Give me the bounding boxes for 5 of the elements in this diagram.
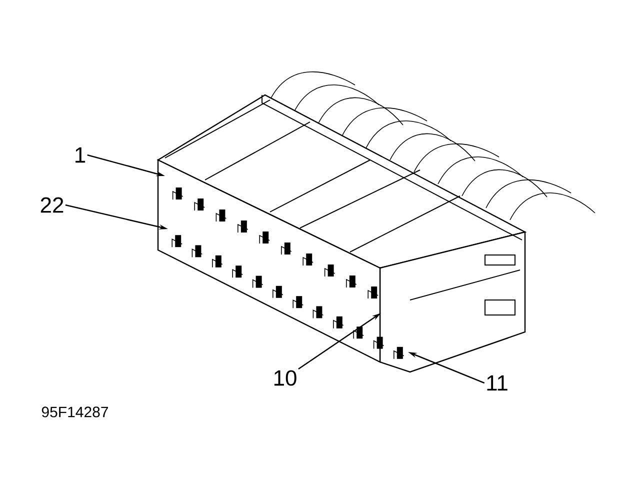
callout-number: 1 xyxy=(76,147,86,163)
callout-number: 11 xyxy=(487,375,508,391)
callout-number: 22 xyxy=(40,197,64,213)
callout-number: 10 xyxy=(274,370,296,386)
figure-code: 95F14287 xyxy=(42,406,108,418)
